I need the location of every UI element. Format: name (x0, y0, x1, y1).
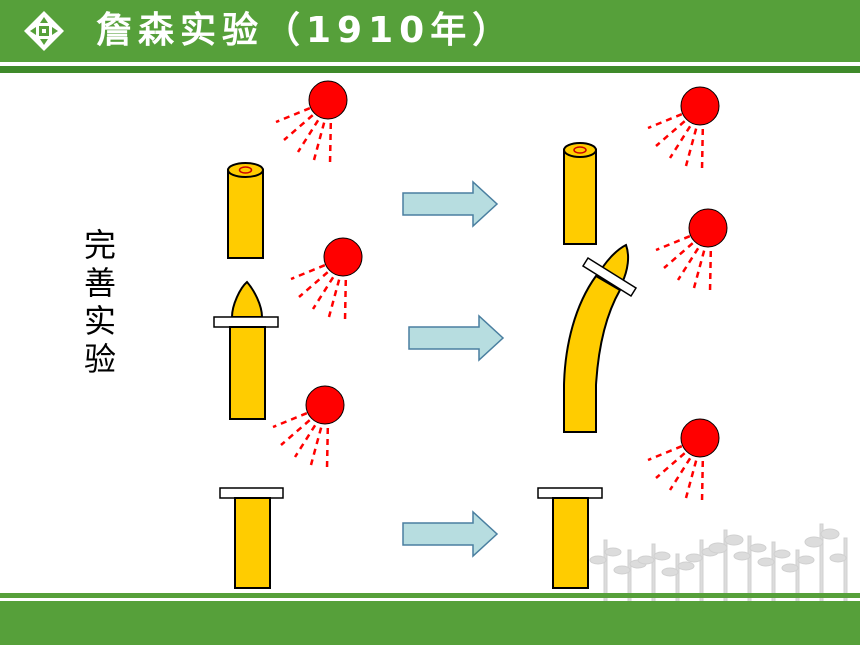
side-label-char: 完 (83, 226, 116, 264)
sun-icon (289, 237, 363, 323)
footer-bar (0, 601, 860, 645)
coleoptile-capped-after (537, 487, 603, 589)
coleoptile-tip-separated-before (213, 280, 279, 420)
plant-silhouette-group (589, 523, 848, 613)
header-bar (0, 0, 860, 62)
sun-icon (274, 80, 348, 166)
arrow-right-icon (402, 510, 499, 558)
side-label: 完 善 实 验 (78, 226, 122, 378)
header-divider-light (0, 62, 860, 65)
side-label-char: 善 (83, 264, 116, 302)
coleoptile-capped-before (219, 487, 284, 589)
arrow-right-icon (408, 314, 505, 362)
coleoptile-straight-after (563, 142, 597, 245)
footer-divider (0, 593, 860, 598)
sun-icon (271, 385, 345, 471)
sun-icon (646, 418, 720, 504)
header-divider-dark (0, 66, 860, 73)
page-title: 詹森实验（1910年） (96, 10, 515, 51)
sun-group (271, 80, 728, 504)
coleoptile-bent-after (563, 243, 638, 433)
coleoptile-intact-before (227, 162, 264, 259)
side-label-char: 实 (83, 302, 116, 340)
diamond-arrows-icon (24, 11, 64, 51)
arrow-right-icon (402, 180, 499, 228)
sun-icon (654, 208, 728, 294)
sun-icon (646, 86, 720, 172)
side-label-char: 验 (83, 340, 116, 378)
